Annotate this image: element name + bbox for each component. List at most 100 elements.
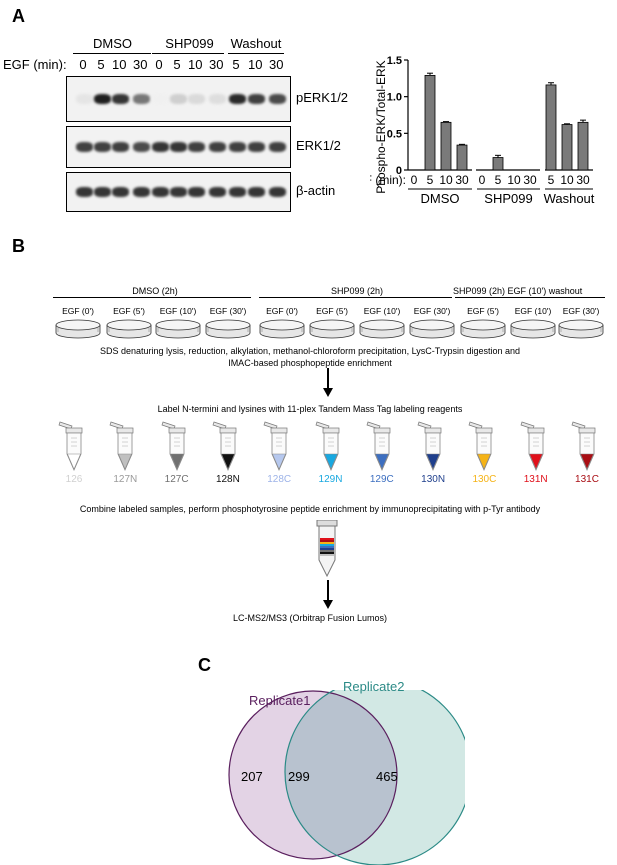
x-tick-label: 30 <box>455 173 469 187</box>
blot-group-washout-line <box>228 53 284 54</box>
blot-band <box>151 142 169 152</box>
tmt-tube-icon <box>468 421 493 471</box>
step2-text: Label N-termini and lysines with 11-plex… <box>157 404 463 414</box>
header-dmso-line <box>53 297 251 298</box>
y-tick-label: 0 <box>396 165 402 177</box>
blot-timepoint-label: 5 <box>97 57 105 72</box>
dish-label: EGF (0') <box>62 306 94 316</box>
venn-label-replicate2: Replicate2 <box>343 679 405 694</box>
blot-band <box>228 94 246 104</box>
blot-band <box>75 187 93 197</box>
tmt-tube-icon <box>161 421 185 471</box>
blot-group-shp099: SHP099 <box>165 36 214 51</box>
panel-a-label: A <box>12 6 25 26</box>
dish-label: EGF (0') <box>266 306 298 316</box>
blot-group-dmso: DMSO <box>93 36 132 51</box>
blot-0 <box>66 76 291 122</box>
culture-dish-icon <box>259 319 305 339</box>
culture-dish-icon <box>55 319 101 339</box>
blot-band <box>75 142 93 152</box>
blot-band <box>132 187 150 197</box>
tmt-tube-icon <box>263 421 288 471</box>
x-tick-label: 0 <box>479 173 486 187</box>
x-tick-label: 0 <box>411 173 418 187</box>
venn-count-replicate1-only: 207 <box>241 769 263 784</box>
tmt-tube-icon <box>571 421 596 471</box>
dish-label: EGF (30') <box>413 306 451 316</box>
venn-count-both: 299 <box>288 769 310 784</box>
dish-label: EGF (5') <box>467 306 499 316</box>
dish-label: EGF (10') <box>363 306 401 316</box>
combined-tube-icon <box>316 520 338 578</box>
blot-timepoint-label: 30 <box>209 57 224 72</box>
culture-dish-icon <box>558 319 604 339</box>
blot-band <box>93 187 111 197</box>
header-washout-line <box>455 297 605 298</box>
culture-dish-icon <box>409 319 455 339</box>
blot-band <box>151 187 169 197</box>
blot-band <box>169 142 187 152</box>
blot-band <box>208 94 226 104</box>
venn-intersection <box>285 691 397 859</box>
x-tick-label: 5 <box>495 173 502 187</box>
tmt-tube-icon <box>520 421 545 471</box>
y-tick-label: 1.5 <box>387 55 402 67</box>
venn-label-replicate1: Replicate1 <box>249 693 311 708</box>
blot-timepoint-label: 5 <box>173 57 181 72</box>
blot-band <box>93 94 111 104</box>
blot-band <box>93 142 111 152</box>
culture-dish-icon <box>155 319 201 339</box>
culture-dish-icon <box>106 319 152 339</box>
blot-band <box>132 94 150 104</box>
bar <box>561 124 573 171</box>
blot-band <box>132 142 150 152</box>
blot-band <box>208 187 226 197</box>
blot-timepoint-label: 0 <box>79 57 87 72</box>
x-tick-label: 10 <box>507 173 521 187</box>
dish-label: EGF (30') <box>209 306 247 316</box>
blot-band <box>151 94 169 104</box>
arrow-down-icon <box>323 580 333 609</box>
blot-group-shp099-line <box>152 53 224 54</box>
blot-band <box>75 94 93 104</box>
y-tick-label: 1.0 <box>387 92 402 104</box>
tmt-tube-label: 126 <box>65 474 83 485</box>
tmt-tube-icon <box>417 421 442 471</box>
x-axis-label: EGF (min): <box>370 173 406 187</box>
blot-timepoint-label: 10 <box>112 57 127 72</box>
bar <box>577 121 589 171</box>
group-label: DMSO <box>421 191 460 206</box>
culture-dish-icon <box>359 319 405 339</box>
tmt-tube-label: 129C <box>369 474 394 485</box>
x-tick-label: 5 <box>427 173 434 187</box>
dish-label: EGF (5') <box>316 306 348 316</box>
step1-line1: SDS denaturing lysis, reduction, alkylat… <box>99 346 521 356</box>
blot-band <box>111 187 129 197</box>
culture-dish-icon <box>510 319 556 339</box>
blot-timepoint-label: 10 <box>248 57 263 72</box>
header-shp099-line <box>259 297 452 298</box>
tmt-tube-icon <box>212 421 237 471</box>
tmt-tube-label: 129N <box>318 474 343 485</box>
blot-band <box>187 142 205 152</box>
dish-label: EGF (30') <box>562 306 600 316</box>
tmt-tube-label: 130C <box>472 474 497 485</box>
tmt-tube-icon <box>58 421 83 471</box>
blot-band <box>268 94 286 104</box>
tmt-tube-label: 128C <box>267 474 292 485</box>
step1-line2: IMAC-based phosphopeptide enrichment <box>228 358 392 368</box>
tmt-tube-icon <box>366 421 391 471</box>
header-dmso: DMSO (2h) <box>132 286 178 296</box>
dish-label: EGF (10') <box>159 306 197 316</box>
blot-group-dmso-line <box>73 53 151 54</box>
blot-band <box>268 142 286 152</box>
blot-band <box>169 187 187 197</box>
blot-band <box>187 187 205 197</box>
blot-timepoint-label: 10 <box>188 57 203 72</box>
blot-label: pERK1/2 <box>296 90 349 105</box>
group-label: Washout <box>544 191 595 206</box>
blot-1 <box>66 126 291 168</box>
culture-dish-icon <box>460 319 506 339</box>
x-tick-label: 10 <box>439 173 453 187</box>
step3-text: Combine labeled samples, perform phospho… <box>79 504 541 514</box>
